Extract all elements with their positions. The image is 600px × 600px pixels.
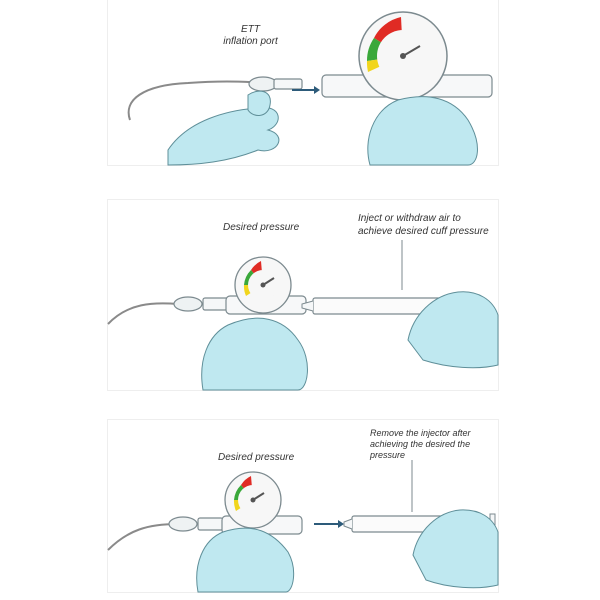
desired-pressure-label: Desired pressure — [218, 452, 295, 463]
pilot-balloon — [173, 296, 203, 312]
glove-thumb-left — [247, 90, 271, 116]
inflation-port[interactable] — [202, 297, 229, 311]
gauge-pivot — [260, 282, 266, 288]
gauge-needle — [402, 45, 421, 57]
syringe-tip — [343, 518, 353, 530]
panel-3-illustration — [107, 460, 499, 593]
inflation-port[interactable] — [197, 517, 224, 531]
pilot-balloon — [248, 76, 278, 92]
glove-right — [412, 509, 499, 589]
panel-adjust-pressure: Desired pressure Inject or withdraw air … — [107, 200, 499, 391]
gauge-pivot — [250, 497, 256, 503]
inject-withdraw-label: Inject or withdraw air to achieve desire… — [358, 213, 489, 237]
desired-pressure-label: Desired pressure — [223, 222, 300, 233]
panel-remove-injector: Desired pressure Remove the injector aft… — [107, 420, 499, 593]
glove-right — [367, 96, 478, 166]
arrow-head-icon — [314, 86, 320, 94]
arrow-head-icon — [338, 520, 344, 528]
remove-injector-label: Remove the injector after achieving the … — [370, 428, 471, 460]
gauge-pivot — [400, 53, 406, 59]
panel-connect-manometer: ETT inflation port — [108, 0, 498, 166]
glove-left — [167, 107, 280, 166]
glove-right — [407, 291, 499, 369]
glove-left — [201, 317, 308, 391]
glove-left — [196, 527, 295, 593]
syringe-tip — [301, 300, 314, 312]
pilot-balloon — [168, 516, 198, 532]
inflation-port[interactable] — [273, 78, 303, 90]
panel-1-illustration — [127, 11, 493, 166]
panel-2-illustration — [107, 240, 499, 391]
ett-inflation-port-label: ETT inflation port — [223, 24, 278, 47]
